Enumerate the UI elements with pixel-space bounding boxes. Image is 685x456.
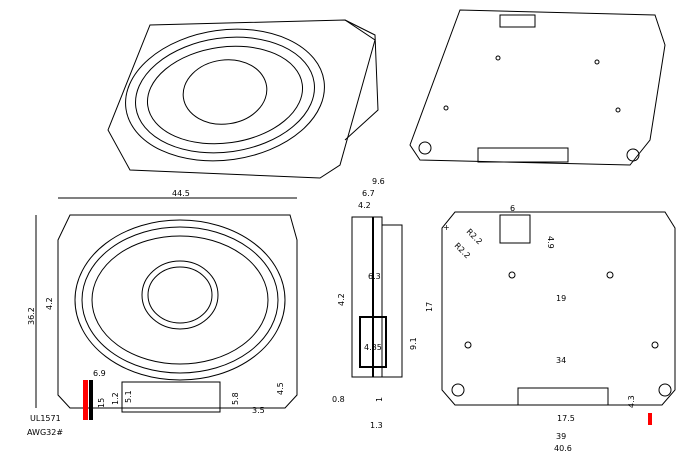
dim-mid: 6.7 bbox=[362, 189, 375, 198]
dim-inner: 6.3 bbox=[368, 272, 381, 281]
dim-inner-w: 39 bbox=[556, 432, 566, 441]
dim-vertical: 17 bbox=[425, 302, 434, 312]
dim-box-h: 9.1 bbox=[409, 337, 418, 350]
dim-conn-w: 3.5 bbox=[252, 406, 265, 415]
dim-conn-h-back: 4.3 bbox=[627, 395, 636, 408]
top-view: 44.5 36.2 4.2 6.9 15 1.2 5.1 5.8 3.5 4.5… bbox=[27, 189, 298, 437]
negative-wire bbox=[89, 380, 93, 420]
side-view: 9.6 6.7 4.2 6.3 4.2 4.85 9.1 0.8 1 1.3 bbox=[332, 177, 418, 430]
isometric-back-view bbox=[409, 9, 666, 166]
radius-1: R2.2 bbox=[465, 227, 484, 246]
plus-mark: + bbox=[443, 223, 450, 232]
isometric-front-view bbox=[107, 19, 379, 179]
dim-pad-h: 1.2 bbox=[111, 392, 120, 405]
dim-width: 44.5 bbox=[172, 189, 190, 198]
back-view: 6 4.9 + R2.2 R2.2 19 34 17 17.5 4.3 39 4… bbox=[425, 204, 676, 453]
dim-height: 36.2 bbox=[27, 307, 36, 325]
dim-hole-span-top: 19 bbox=[556, 294, 566, 303]
positive-wire-back bbox=[648, 413, 652, 425]
dim-front: 4.2 bbox=[358, 201, 371, 210]
radius-2: R2.2 bbox=[453, 241, 472, 260]
wire-label-1: UL1571 bbox=[30, 414, 61, 423]
dim-hole-span-bottom: 34 bbox=[556, 356, 566, 365]
dim-slot-h: 4.9 bbox=[546, 236, 555, 249]
dim-total-w: 40.6 bbox=[554, 444, 572, 453]
wire-label-2: AWG32# bbox=[27, 428, 63, 437]
dim-pin-w: 1.3 bbox=[370, 421, 383, 430]
dim-pad-w: 5.1 bbox=[124, 390, 133, 403]
dim-pin-gap: 1 bbox=[375, 397, 384, 402]
dim-pin: 0.8 bbox=[332, 395, 345, 404]
positive-wire bbox=[83, 380, 88, 420]
dim-step: 4.2 bbox=[337, 293, 346, 306]
dim-hole: 4.5 bbox=[276, 382, 285, 395]
dim-wire-len: 15 bbox=[97, 398, 106, 408]
dim-offset: 4.2 bbox=[45, 297, 54, 310]
dim-wire-pitch: 6.9 bbox=[93, 369, 106, 378]
dim-box: 4.85 bbox=[364, 343, 382, 352]
dim-slot-w: 6 bbox=[510, 204, 515, 213]
dim-conn-w-back: 17.5 bbox=[557, 414, 575, 423]
dim-total: 9.6 bbox=[372, 177, 385, 186]
dim-conn-h: 5.8 bbox=[231, 392, 240, 405]
